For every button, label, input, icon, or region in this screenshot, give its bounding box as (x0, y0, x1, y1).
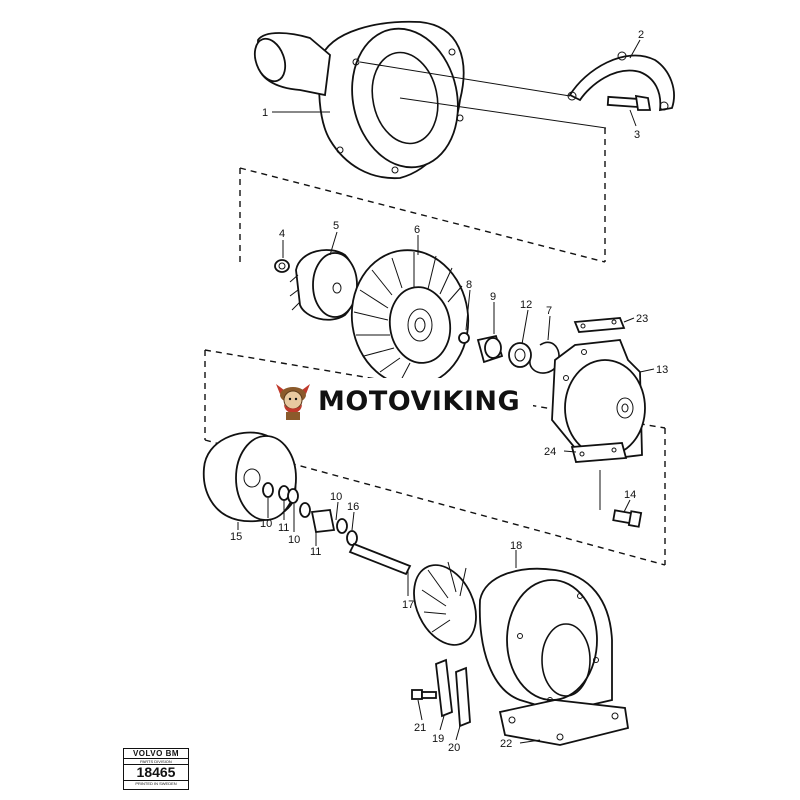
part-label-5: 5 (333, 220, 339, 232)
lock-plate-20 (455, 666, 471, 728)
stamp-number: 18465 (124, 764, 188, 781)
heat-shield-15 (202, 431, 297, 523)
bolt-21 (411, 689, 437, 700)
part-label-2: 2 (638, 29, 644, 41)
part-label-6: 6 (414, 224, 420, 236)
volvo-part-stamp: VOLVO BM PARTS DIVISION 18465 PRINTED IN… (123, 748, 189, 790)
bearing-housing-13 (551, 339, 646, 461)
part-label-17: 17 (402, 599, 414, 611)
part-label-21: 21 (414, 722, 426, 734)
part-label-11a: 11 (278, 522, 289, 534)
diffuser-plate-6 (350, 249, 470, 387)
part-label-16: 16 (347, 501, 359, 513)
part-label-19: 19 (432, 733, 444, 745)
part-label-8: 8 (466, 279, 472, 291)
part-number-labels: 1 2 3 4 5 6 8 9 12 7 23 13 24 14 15 10 1… (230, 29, 668, 754)
part-label-24: 24 (544, 446, 556, 458)
part-label-14: 14 (624, 489, 636, 501)
part-label-10b: 10 (288, 534, 300, 546)
watermark-text: MOTOVIKING (318, 385, 521, 417)
part-label-7: 7 (546, 305, 552, 317)
lock-plate-19 (435, 658, 453, 718)
nut-4 (274, 259, 290, 273)
part-label-11b: 11 (310, 546, 321, 558)
gasket-24 (570, 442, 628, 463)
turbine-housing-18 (478, 567, 613, 713)
part-label-23: 23 (636, 313, 648, 325)
part-label-13: 13 (656, 364, 668, 376)
part-label-3: 3 (634, 129, 640, 141)
part-label-12: 12 (520, 299, 532, 311)
part-label-18: 18 (510, 540, 522, 552)
part-label-10a: 10 (260, 518, 272, 530)
part-label-15: 15 (230, 531, 242, 543)
leader-lines (237, 39, 655, 744)
bolt-14 (612, 509, 643, 528)
part-label-20: 20 (448, 742, 460, 754)
stamp-brand: VOLVO BM (124, 749, 188, 759)
bolt-3 (606, 94, 652, 111)
part-label-1: 1 (262, 107, 268, 119)
ring-set (262, 482, 358, 546)
viking-logo-icon (276, 384, 310, 420)
compressor-housing (253, 20, 465, 179)
gasket-23 (573, 317, 626, 333)
turbine-shaft-17 (348, 542, 477, 646)
compressor-wheel-5 (289, 249, 358, 321)
bushing-9 (476, 334, 504, 364)
part-label-4: 4 (279, 228, 285, 240)
ring-8 (458, 332, 470, 344)
washer-12 (508, 342, 532, 368)
flange-22 (498, 699, 630, 746)
stamp-printed: PRINTED IN SWEDEN (135, 781, 177, 786)
clamp-plate (567, 51, 675, 112)
part-label-10c: 10 (330, 491, 342, 503)
part-label-22: 22 (500, 738, 512, 750)
motoviking-watermark: MOTOVIKING (268, 378, 533, 424)
part-label-9: 9 (490, 291, 496, 303)
stamp-division: PARTS DIVISION (140, 759, 172, 764)
